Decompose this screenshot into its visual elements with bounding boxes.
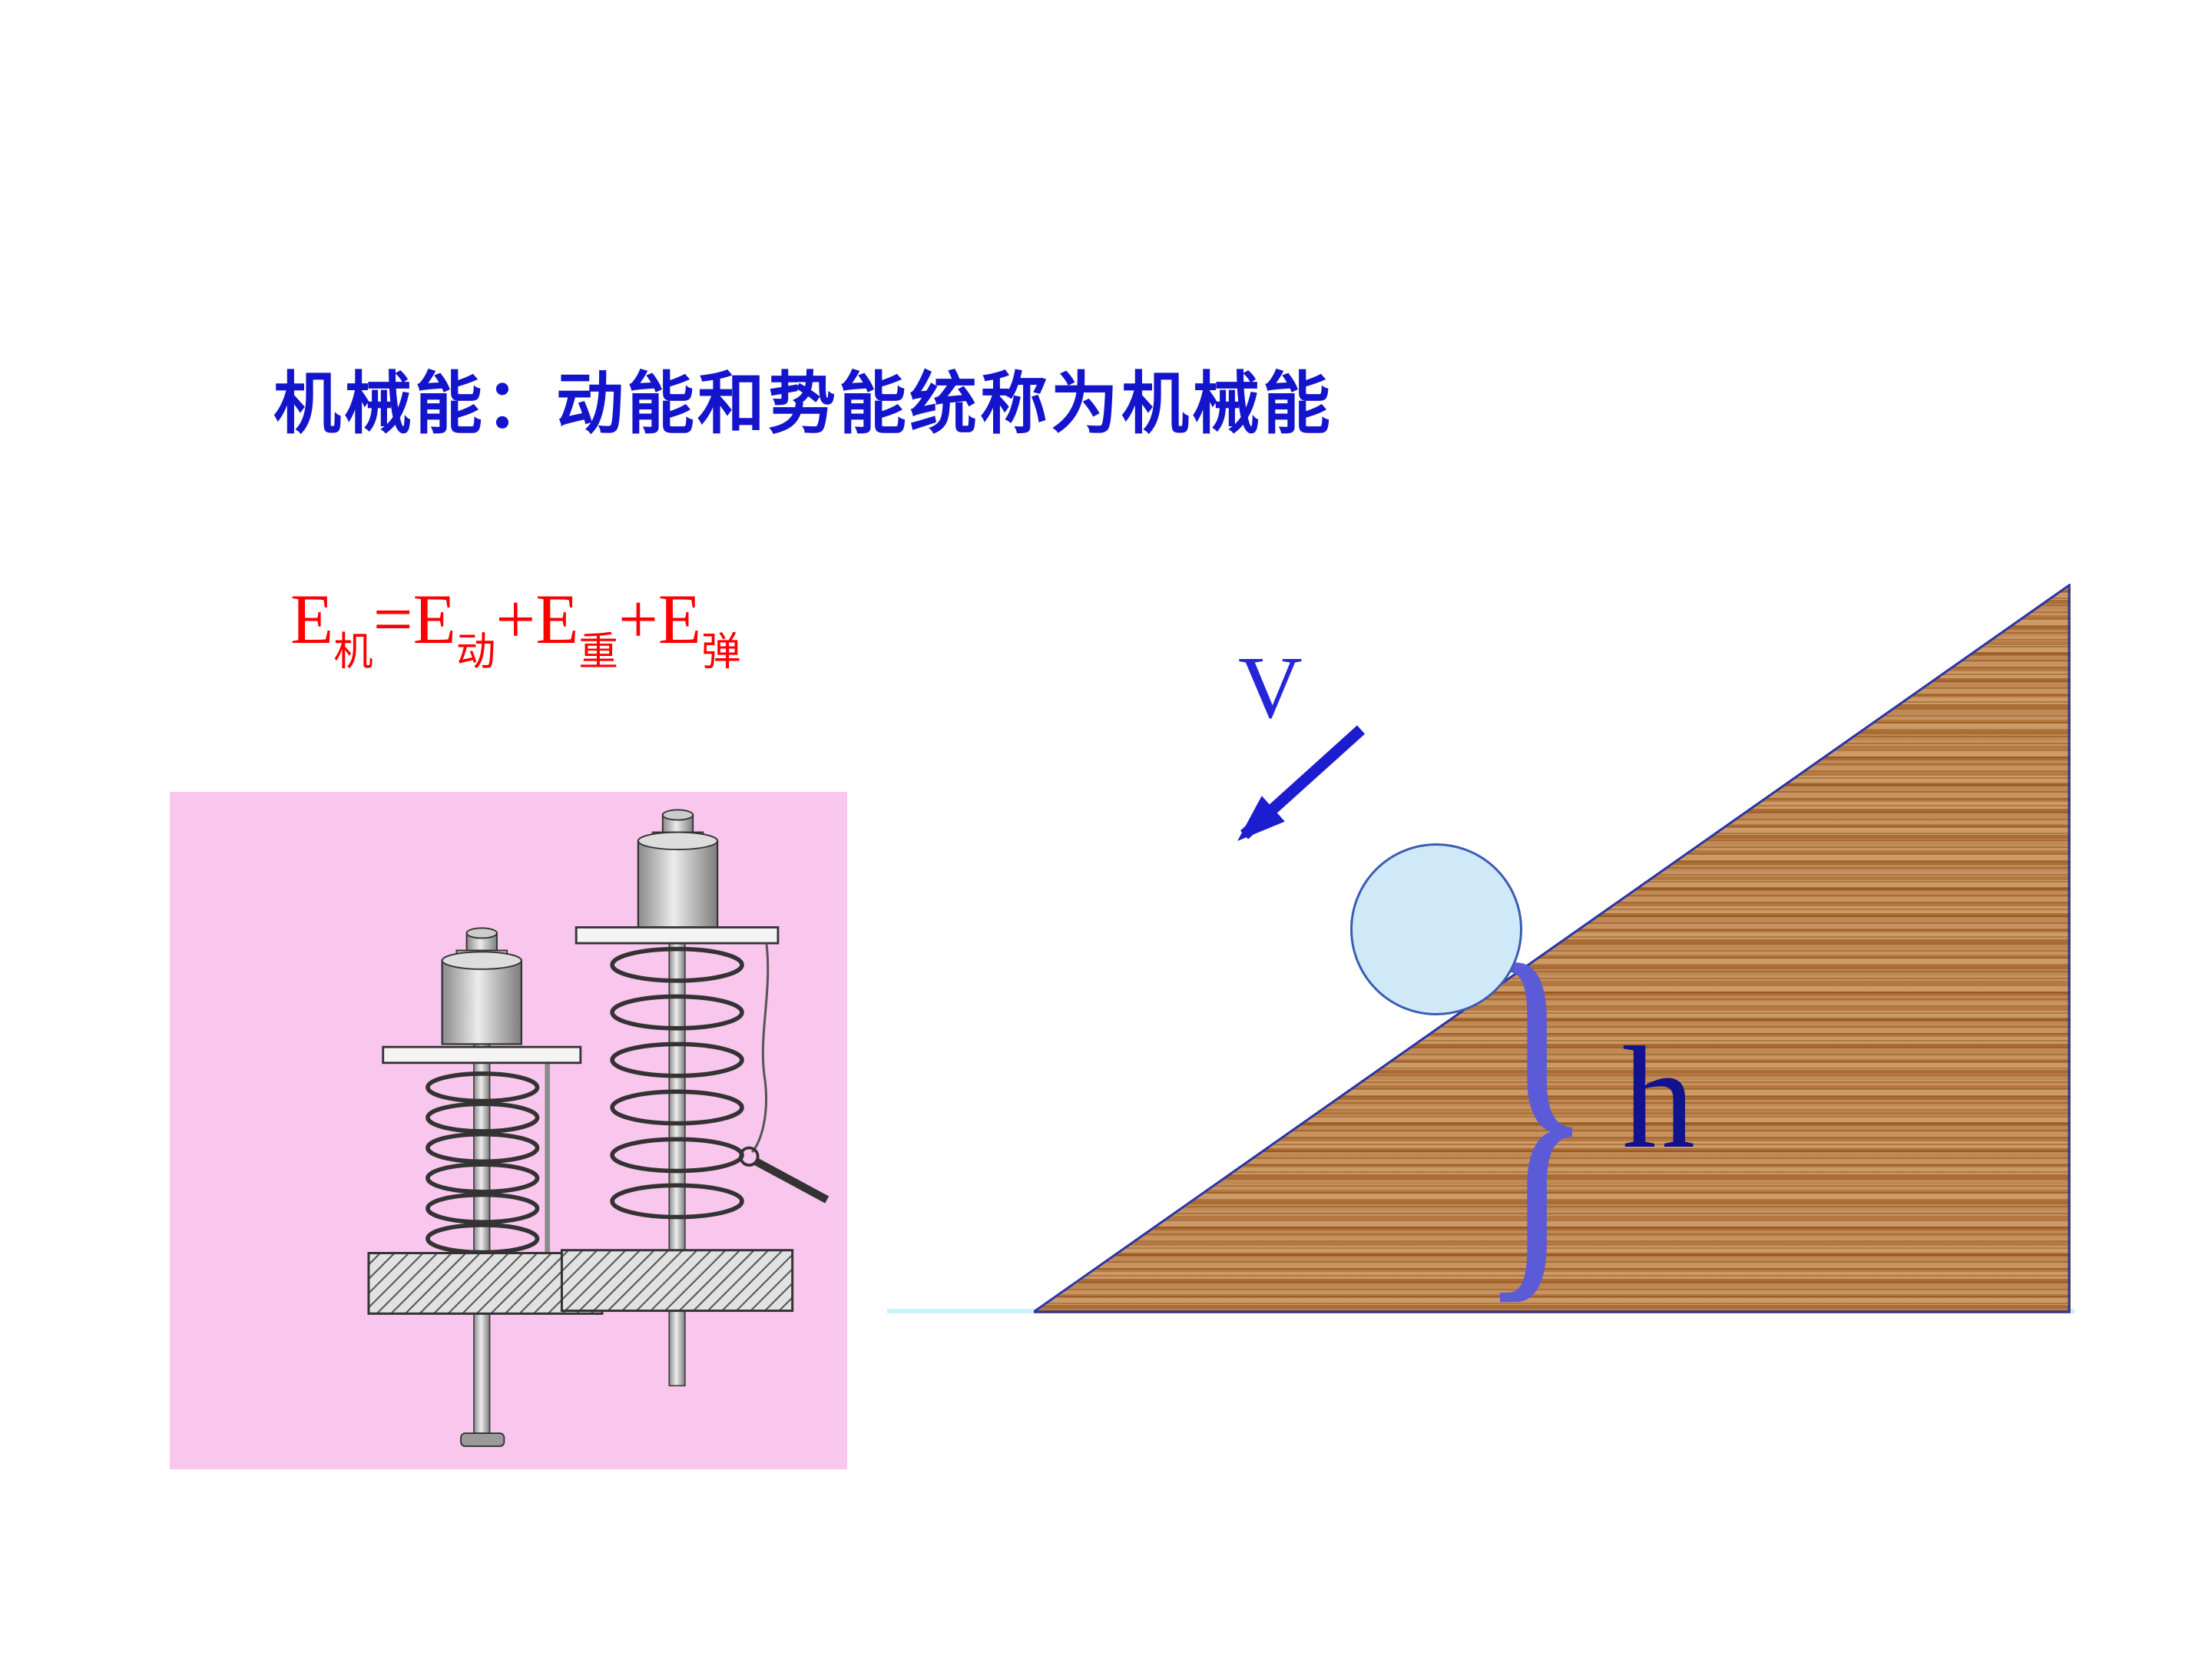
spring-apparatus-drawing — [367, 809, 830, 1447]
formula-term-E: E — [657, 580, 702, 658]
formula-subscript: 重 — [578, 630, 618, 674]
formula-term-E: E — [290, 580, 334, 658]
formula-subscript: 弹 — [701, 630, 741, 674]
formula-term-E: E — [535, 580, 579, 658]
spring-toy-left — [367, 927, 604, 1447]
spring-apparatus-image — [170, 792, 847, 1469]
spring-toy-right — [560, 809, 830, 1386]
velocity-arrow-icon — [1237, 725, 1366, 842]
formula-plus: + — [618, 580, 658, 658]
formula-term-E: E — [412, 580, 456, 658]
mechanical-energy-formula: E机=E动+E重+E弹 — [290, 584, 741, 672]
formula-equals: = — [373, 580, 413, 658]
page-title: 机械能：动能和势能统称为机械能 — [273, 366, 1334, 442]
ball — [1350, 843, 1522, 1015]
formula-plus: + — [495, 580, 536, 658]
formula-subscript: 动 — [455, 630, 496, 674]
height-label: h — [1622, 1018, 1695, 1179]
formula-subscript: 机 — [333, 630, 373, 674]
